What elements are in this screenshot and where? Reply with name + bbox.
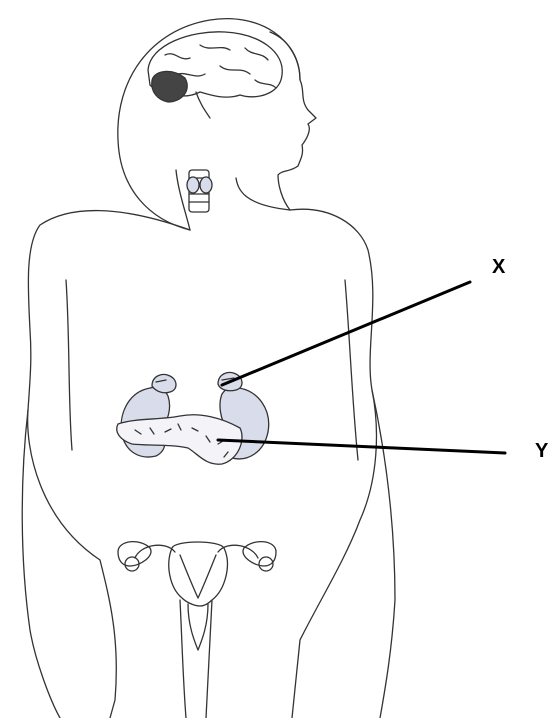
label-x: X — [492, 256, 505, 279]
trachea-thyroid — [187, 170, 212, 212]
body-outline — [22, 19, 395, 718]
reproductive-organs — [118, 542, 276, 650]
label-y: Y — [535, 440, 548, 463]
brain — [148, 32, 282, 118]
